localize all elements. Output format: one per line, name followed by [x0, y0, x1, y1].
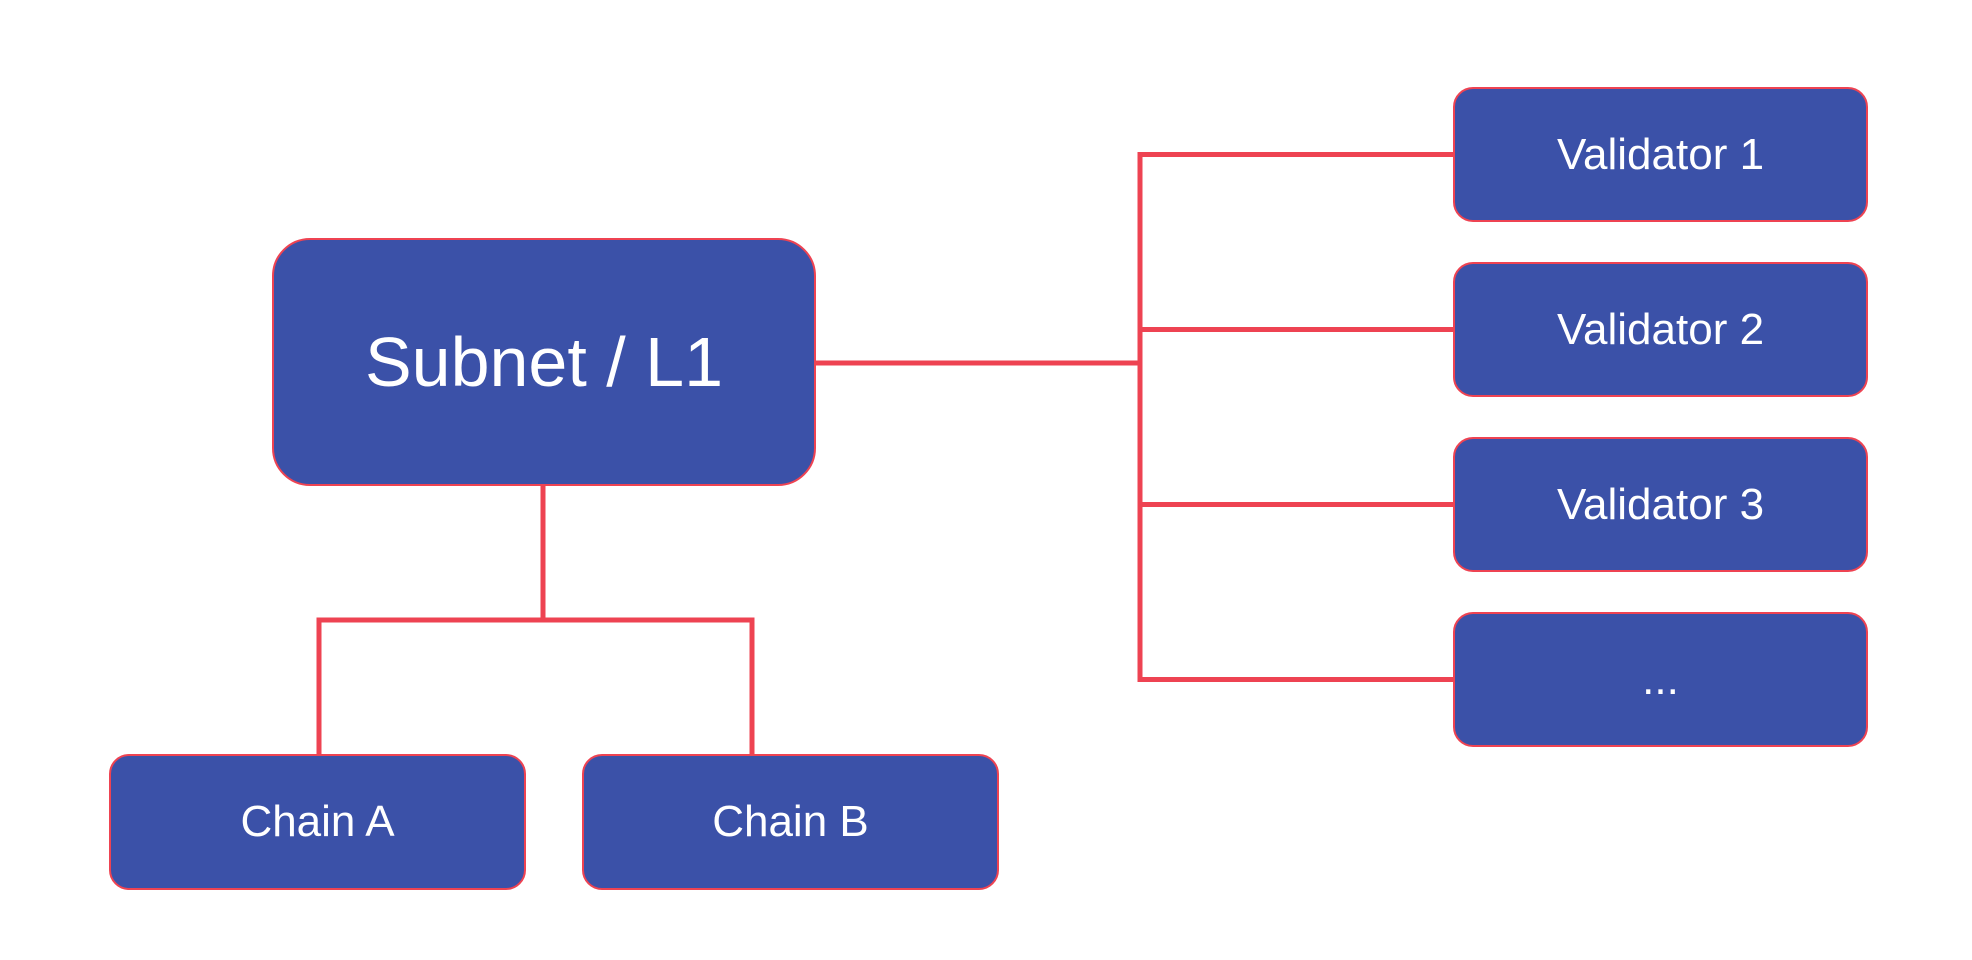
validator-2-label: Validator 2	[1556, 304, 1765, 354]
subnet-l1-node: Subnet / L1	[272, 238, 816, 486]
validator-3-label: Validator 3	[1556, 479, 1765, 529]
validator-more-node: ...	[1453, 612, 1868, 747]
chain-b-node: Chain B	[582, 754, 999, 890]
subnet-l1-label: Subnet / L1	[364, 323, 724, 401]
validator-2-node: Validator 2	[1453, 262, 1868, 397]
validator-3-node: Validator 3	[1453, 437, 1868, 572]
validator-1-label: Validator 1	[1556, 129, 1765, 179]
validator-more-label: ...	[1642, 654, 1679, 704]
chain-b-label: Chain B	[712, 797, 869, 846]
chain-a-label: Chain A	[240, 797, 395, 846]
validator-1-node: Validator 1	[1453, 87, 1868, 222]
chain-a-node: Chain A	[109, 754, 526, 890]
